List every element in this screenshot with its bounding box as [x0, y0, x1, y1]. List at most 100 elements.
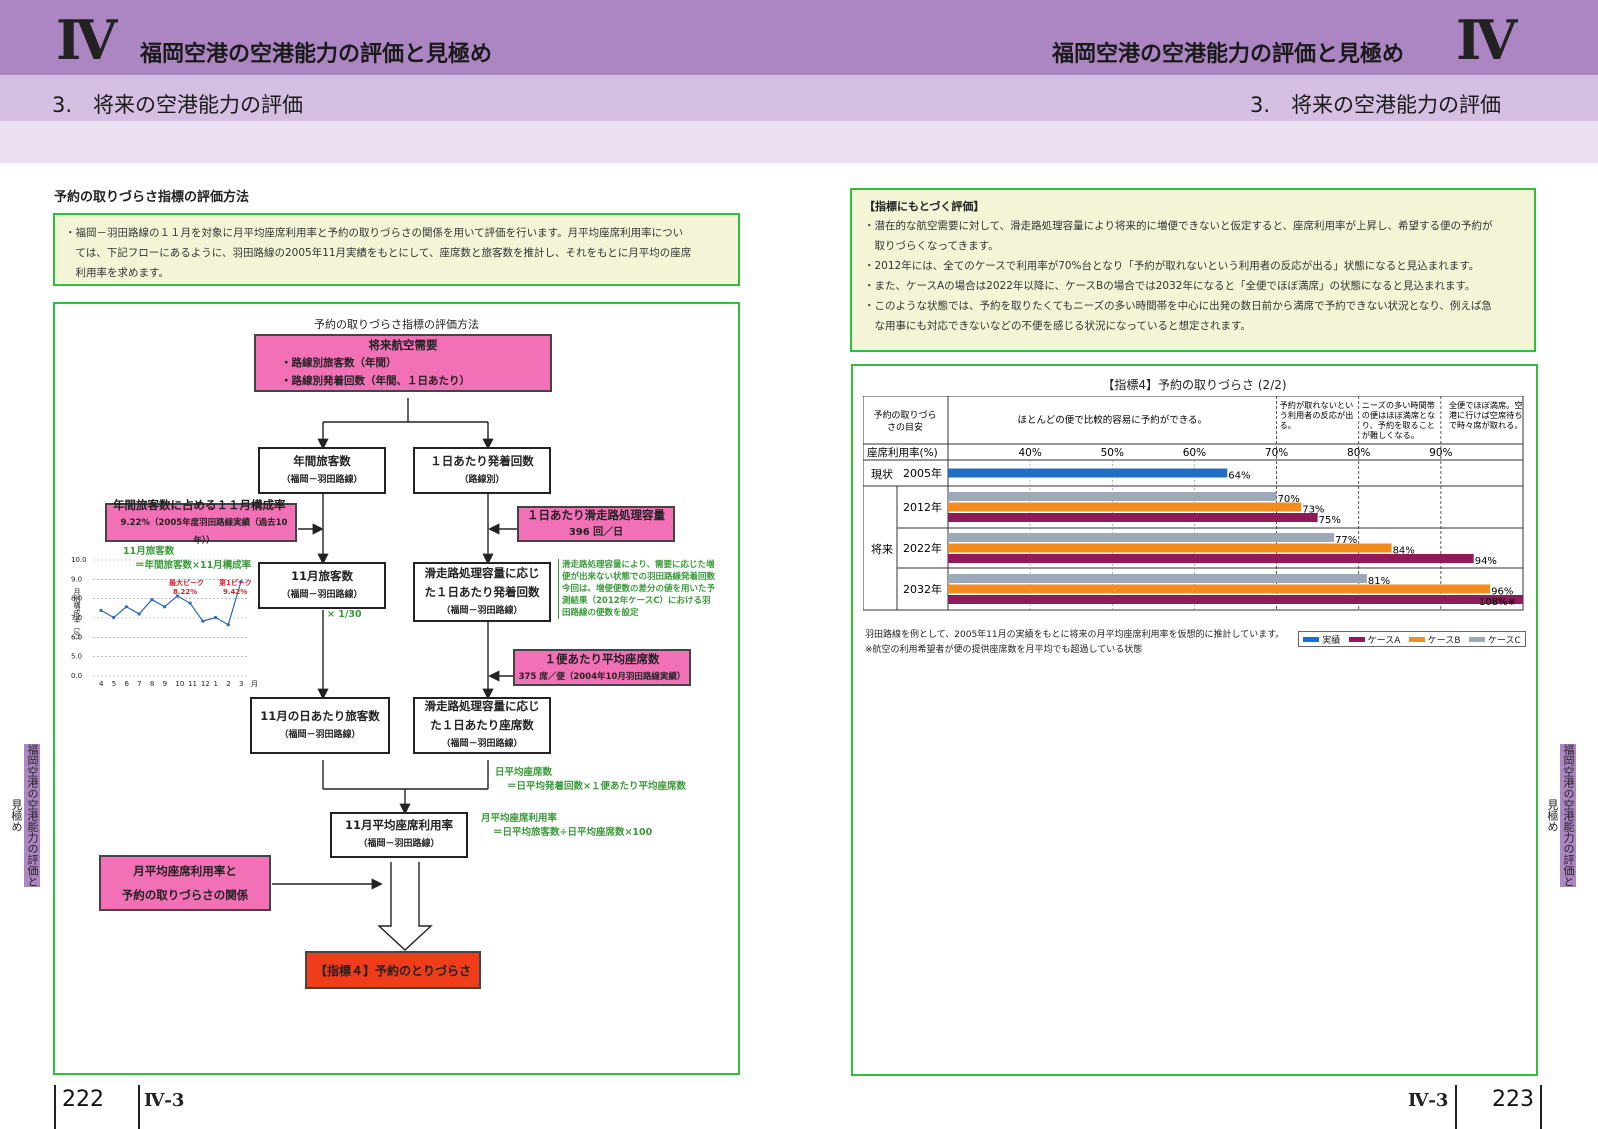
adjusted-flights-sub: （福岡－羽田路線）: [441, 605, 523, 616]
bar: [948, 502, 1302, 512]
divide-30-label: × 1/30: [327, 609, 362, 620]
chapter-title-left: 福岡空港の空港能力の評価と見極め: [140, 42, 493, 67]
mini-x-tick: 10: [175, 680, 184, 688]
page-code-left: Ⅳ-3: [144, 1090, 185, 1111]
guide-easy: ほとんどの便で比較的容易に予約ができる。: [1018, 414, 1208, 426]
mini-y-tick: 8.0: [71, 595, 82, 603]
legend-swatch: [1468, 636, 1485, 642]
legend-label: ケースC: [1487, 635, 1521, 646]
guide-label-part: 予約の取りづら: [873, 409, 936, 421]
mini-x-tick: 7: [137, 680, 141, 688]
adjusted-flights-box: 滑走路処理容量に応じた１日あたり発着回数 （福岡－羽田路線）: [413, 562, 551, 622]
avg-seats-box: １便あたり平均座席数 375 席／便（2004年10月羽田路線実績）: [513, 649, 691, 686]
mini-x-tick: 11: [188, 680, 197, 688]
load-factor-formula-1: 月平均座席利用率: [481, 813, 558, 824]
mini-x-tick: 1: [214, 680, 218, 688]
annual-pax-box: 年間旅客数 （福岡－羽田路線）: [258, 447, 386, 494]
x-tick-label: 90%: [1429, 447, 1452, 459]
bar-value-label: 108%※: [1479, 597, 1516, 608]
evaluation-line: ・潜在的な航空需要に対して、滑走路処理容量により将来的に増便できないと仮定すると…: [864, 220, 1493, 232]
runway-capacity-value: 396 回／日: [568, 527, 624, 538]
x-tick-label: 50%: [1101, 447, 1124, 459]
future-demand-box: 将来航空需要 ・路線別旅客数（年間） ・路線別発着回数（年間、１日あたり）: [254, 334, 552, 392]
mini-x-tick: 9: [163, 680, 167, 688]
svg-text:第1ピーク: 第1ピーク: [219, 578, 252, 587]
annual-pax-sub: （福岡－羽田路線）: [281, 474, 363, 485]
group-label-future: 将来: [871, 543, 893, 556]
side-tab-left: 福岡空港の空港能力の評価と見極め: [10, 744, 40, 887]
bar-value-label: 84%: [1393, 546, 1415, 557]
legend-item: ケースB: [1408, 633, 1461, 646]
daily-seats-label: 滑走路処理容量に応じた１日あたり座席数: [424, 699, 540, 732]
relation-line-1: 月平均座席利用率と: [133, 864, 237, 878]
mini-x-tick: 3: [239, 680, 243, 688]
bar: [948, 543, 1392, 553]
page-code-right: Ⅳ-3: [1408, 1090, 1449, 1111]
mini-x-tick: 4: [99, 680, 104, 688]
mini-y-tick: 0.0: [71, 672, 82, 680]
mini-point: [175, 594, 179, 598]
chart-title: 【指標4】予約の取りづらさ (2/2): [1102, 378, 1287, 392]
intro-line: ては、下記フローにあるように、羽田路線の2005年11月実績をもとにして、座席数…: [65, 247, 692, 259]
bar: [948, 595, 1523, 604]
intro-line: 利用率を求めます。: [65, 267, 169, 279]
avg-seats-value: 375 席／便（2004年10月羽田路線実績）: [518, 671, 686, 682]
bar-value-label: 77%: [1335, 535, 1357, 546]
flow-connectors: [272, 398, 517, 951]
chart-footnotes: 羽田路線を例として、2005年11月の実績をもとに将来の月平均座席利用率を仮想的…: [865, 628, 1305, 658]
guide-70: 予約が取れないという利用者の反応が出る。: [1280, 400, 1354, 430]
footnote-1: 羽田路線を例として、2005年11月の実績をもとに将来の月平均座席利用率を仮想的…: [865, 630, 1285, 640]
mini-x-suffix: 月: [251, 680, 258, 688]
daily-seats-formula: 日平均座席数 ＝日平均発着回数×１便あたり平均座席数: [495, 766, 686, 794]
left-intro-box: ・福岡－羽田路線の１１月を対象に月平均座席利用率と予約の取りづらさの関係を用いて…: [53, 213, 740, 286]
svg-text:8.22%: 8.22%: [173, 588, 197, 596]
adjusted-flights-label: 滑走路処理容量に応じた１日あたり発着回数: [424, 565, 540, 599]
bar-value-label: 73%: [1302, 505, 1324, 516]
runway-capacity-box: １日あたり滑走路処理容量 396 回／日: [517, 506, 675, 542]
chapter-title-right: 福岡空港の空港能力の評価と見極め: [1052, 42, 1405, 67]
evaluation-line: 取りづらくなってきます。: [864, 240, 999, 252]
nov-pax-formula: 11月旅客数 ＝年間旅客数×11月構成率: [123, 545, 251, 573]
bar: [948, 513, 1318, 522]
avg-seats-label: １便あたり平均座席数: [544, 651, 660, 666]
mini-point: [188, 601, 192, 605]
mini-x-tick: 2: [226, 680, 230, 688]
evaluation-line: な用事にも対応できないなどの不便を感じる状況になっていると想定されます。: [864, 320, 1251, 332]
nov-share-value: 9.22%（2005年度羽田路線実績（過去10年））: [120, 517, 288, 546]
mini-y-tick: 9.0: [71, 575, 82, 583]
daily-seats-formula-1: 日平均座席数: [495, 767, 553, 778]
side-tab-right: 福岡空港の空港能力の評価と見極め: [1546, 744, 1576, 887]
mini-point: [137, 612, 141, 616]
mini-x-tick: 12: [201, 680, 210, 688]
chart-frame: 【指標4】予約の取りづらさ (2/2) 予約の取りづらさの目安ほとんどの便で比較…: [851, 364, 1538, 1076]
guide-80-line: ニーズの多い時間帯: [1362, 400, 1435, 410]
evaluation-line: ・このような状態では、予約を取りたくてもニーズの多い時間帯を中心に出発の数日前か…: [864, 300, 1492, 312]
mini-point: [213, 615, 218, 620]
guide-90: 全便でほぼ満席。空港に行けば空席待ちで時々席が取れる。: [1449, 400, 1523, 430]
chart-outer-frame: [863, 396, 1524, 611]
footer-rule: [138, 1085, 140, 1129]
mini-y-tick: 5.0: [71, 653, 82, 661]
mini-point: [99, 608, 103, 612]
x-tick-label: 60%: [1183, 447, 1206, 459]
load-factor-formula-2: ＝日平均旅客数÷日平均座席数×100: [493, 827, 653, 838]
mini-point: [124, 605, 129, 609]
daily-seats-box: 滑走路処理容量に応じた１日あたり座席数 （福岡－羽田路線）: [413, 697, 551, 754]
daily-flights-sub: （路線別）: [459, 474, 505, 485]
adjusted-flights-note: 滑走路処理容量により、需要に応じた増便が出来ない状態での羽田路線発着回数 今回は…: [558, 559, 718, 619]
load-factor-sub: （福岡－羽田路線）: [358, 839, 440, 849]
legend-item: 実績: [1303, 633, 1340, 646]
bar-value-label: 81%: [1368, 576, 1390, 587]
guide-90-line: 全便でほぼ満席。空: [1449, 400, 1523, 410]
guide-90-line: 港に行けば空席待ち: [1449, 410, 1523, 420]
mini-point: [150, 597, 154, 602]
guide-80: ニーズの多い時間帯の便はほぼ満席となり、予約を取ることが難しくなる。: [1362, 400, 1435, 440]
legend-label: 実績: [1322, 635, 1341, 646]
mini-point: [112, 615, 116, 620]
page-number-right: 223: [1492, 1087, 1534, 1112]
daily-seats-formula-2: ＝日平均発着回数×１便あたり平均座席数: [507, 781, 686, 792]
legend-swatch: [1348, 636, 1365, 642]
nov-pax-label: 11月旅客数: [290, 568, 353, 583]
page-number-left: 222: [62, 1087, 104, 1112]
chapter-roman-right: Ⅳ: [1456, 8, 1517, 72]
